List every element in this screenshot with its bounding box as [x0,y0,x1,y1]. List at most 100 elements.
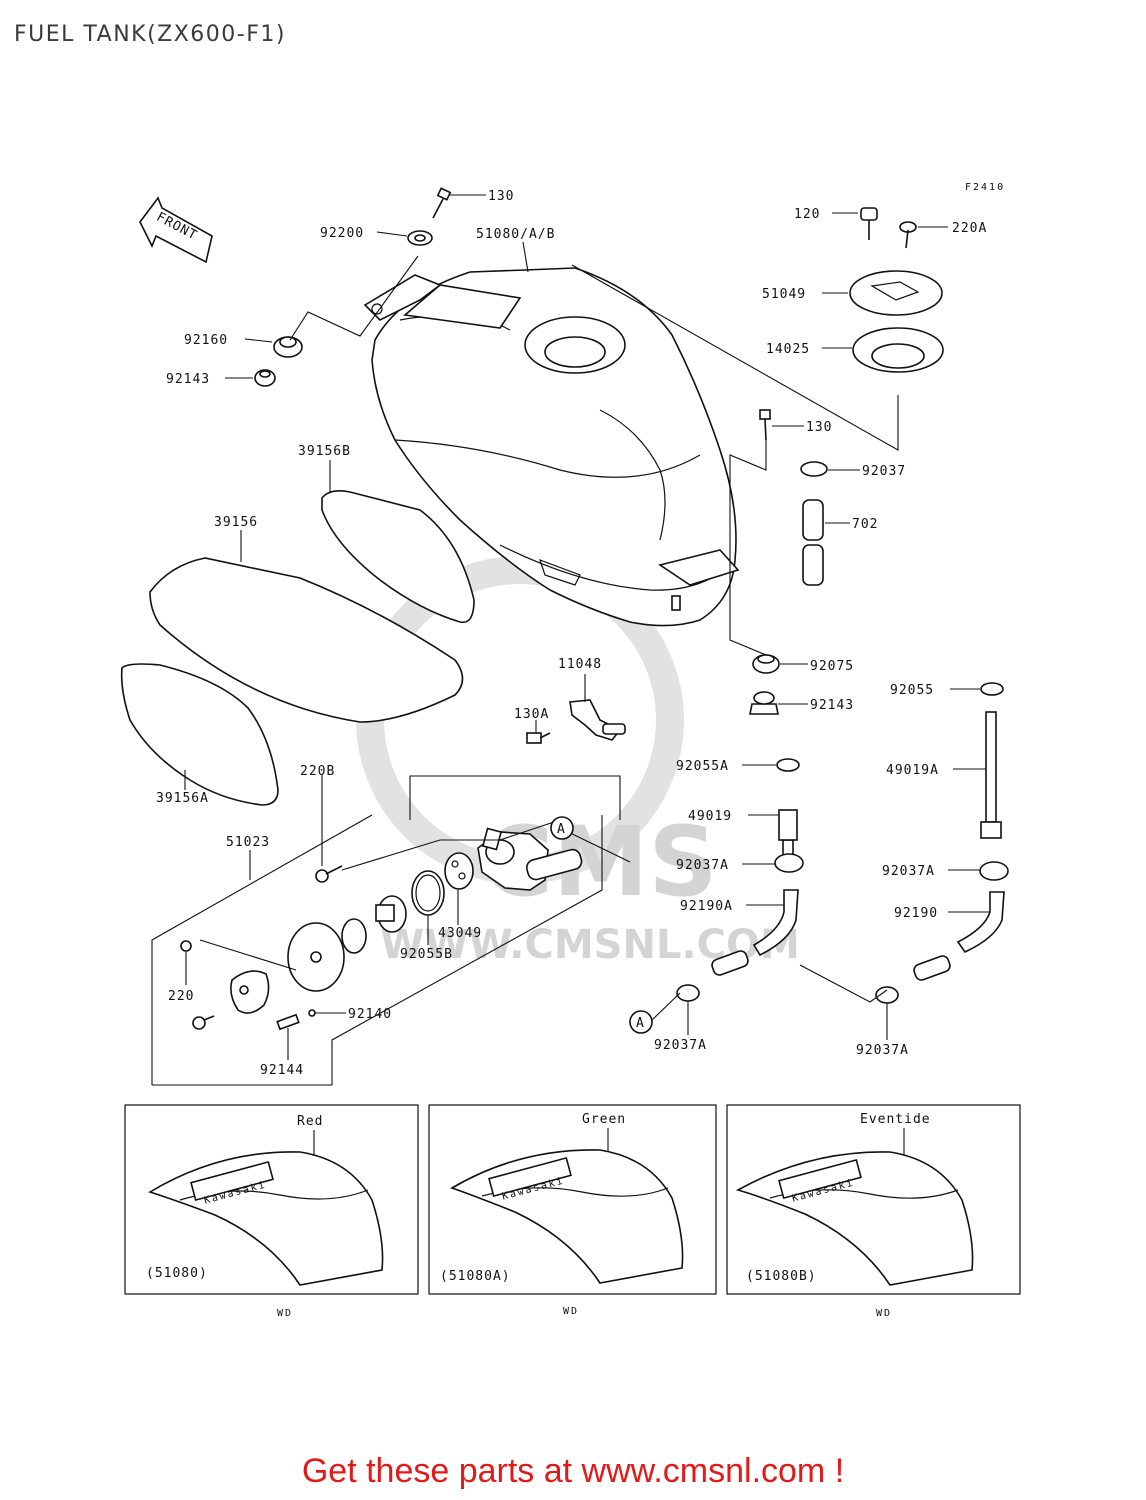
leader-lines [151,194,990,1086]
pad-39156B-icon [321,490,475,624]
hose-92190-icon [913,891,1005,981]
label-92055B: 92055B [400,947,453,962]
pad-39156-icon [149,557,464,723]
svg-text:A: A [636,1016,645,1031]
pipe-49019-icon [778,809,798,861]
grommet-92160-icon [273,336,303,358]
cap-51049-icon [849,270,943,316]
label-51049: 51049 [762,287,806,302]
variant-box-red: Red Kawasaki (51080) WD [124,1104,419,1319]
lever-knob-icon [230,970,270,1014]
tank-knee-pad [403,284,522,329]
variant-part: (51080) [146,1266,208,1281]
pipe-49019A-icon [980,711,1002,839]
label-220B: 220B [300,764,335,779]
lever-plate-icon [287,922,345,992]
variant-code: WD [277,1308,293,1319]
part-labels: 130 92200 51080/A/B 120 220A 51049 14025… [156,189,987,1078]
plate-43049-icon [444,852,474,890]
grommet-92075-icon [752,654,780,674]
clamp-92037-icon [800,461,828,477]
label-92160: 92160 [184,333,228,348]
label-92037A-2: 92037A [882,864,935,879]
svg-text:A: A [557,822,566,837]
screw-220A-icon [899,221,917,249]
label-14025: 14025 [766,342,810,357]
tank-front-bracket [363,274,442,321]
label-92190: 92190 [894,906,938,921]
ref-marker-a2: A [629,1010,653,1034]
label-120: 120 [794,207,820,222]
variant-box-green: Green Kawasaki (51080A) WD [428,1104,717,1317]
page-title: FUEL TANK(ZX600-F1) [14,22,286,47]
bolt-130A-icon [526,732,551,744]
spring-92144-icon [276,1013,300,1031]
label-92055A: 92055A [676,759,729,774]
clamp-92037A-3-icon [676,984,700,1002]
variant-box-eventide: Eventide Kawasaki (51080B) WD [726,1104,1021,1319]
screw-220-icon [180,940,215,1030]
label-92140: 92140 [348,1007,392,1022]
label-92143-left: 92143 [166,372,210,387]
label-92144: 92144 [260,1063,304,1078]
label-49019: 49019 [688,809,732,824]
buy-parts-link[interactable]: Get these parts at www.cmsnl.com ! [301,1452,845,1490]
variant-code: WD [563,1306,579,1317]
fuel-tank-body [363,267,740,627]
gasket-14025-icon [852,327,944,373]
label-92037A-3: 92037A [654,1038,707,1053]
clamp-92037A-1-icon [774,853,804,873]
variant-color: Eventide [860,1112,931,1127]
label-130A: 130A [514,707,549,722]
pad-39156A-icon [120,663,279,806]
label-51080: 51080/A/B [476,227,555,242]
bolt-120-icon [860,207,878,240]
label-43049: 43049 [438,926,482,941]
label-92055: 92055 [890,683,934,698]
bracket-11048-icon [569,699,626,741]
washer-92200-icon [407,230,433,246]
ball-92140-icon [308,1009,316,1017]
fuel-cock-body-icon [477,827,583,891]
label-92037: 92037 [862,464,906,479]
label-39156B: 39156B [298,444,351,459]
collar-92143-left-icon [254,369,276,387]
label-49019A: 49019A [886,763,939,778]
label-39156A: 39156A [156,791,209,806]
ref-marker-a1: A [550,816,574,840]
label-702: 702 [852,517,878,532]
oring-small-icon [341,918,367,954]
label-92200: 92200 [320,226,364,241]
clamp-92037A-2-icon [979,861,1009,881]
bolt-130-top-icon [432,187,452,219]
label-220A: 220A [952,221,987,236]
variant-part: (51080A) [440,1269,511,1284]
collar-92143-right-icon [749,691,779,715]
label-92143-right: 92143 [810,698,854,713]
variant-part: (51080B) [746,1269,817,1284]
valve-stem-icon [375,895,407,933]
oring-92055A-icon [776,758,800,772]
figure-code: F2410 [965,182,1005,193]
label-51023: 51023 [226,835,270,850]
label-130-mid: 130 [806,420,832,435]
label-130-top: 130 [488,189,514,204]
variant-code: WD [876,1308,892,1319]
hose-92190A-icon [711,889,799,976]
variant-color: Red [297,1114,323,1129]
label-220: 220 [168,989,194,1004]
variant-color: Green [582,1112,626,1127]
oring-92055-icon [980,682,1004,696]
hose-702-icon [802,499,824,586]
label-92075: 92075 [810,659,854,674]
parts-diagram: CMS WWW.CMSNL.COM F2410 FRONT [120,182,1021,1319]
bolt-130-mid-icon [759,409,771,441]
front-arrow-icon: FRONT [139,196,213,264]
label-92190A: 92190A [680,899,733,914]
screw-220B-icon [315,865,343,883]
label-11048: 11048 [558,657,602,672]
oring-92055B-icon [411,870,445,916]
label-92037A-4: 92037A [856,1043,909,1058]
label-92037A-1: 92037A [676,858,729,873]
label-39156: 39156 [214,515,258,530]
